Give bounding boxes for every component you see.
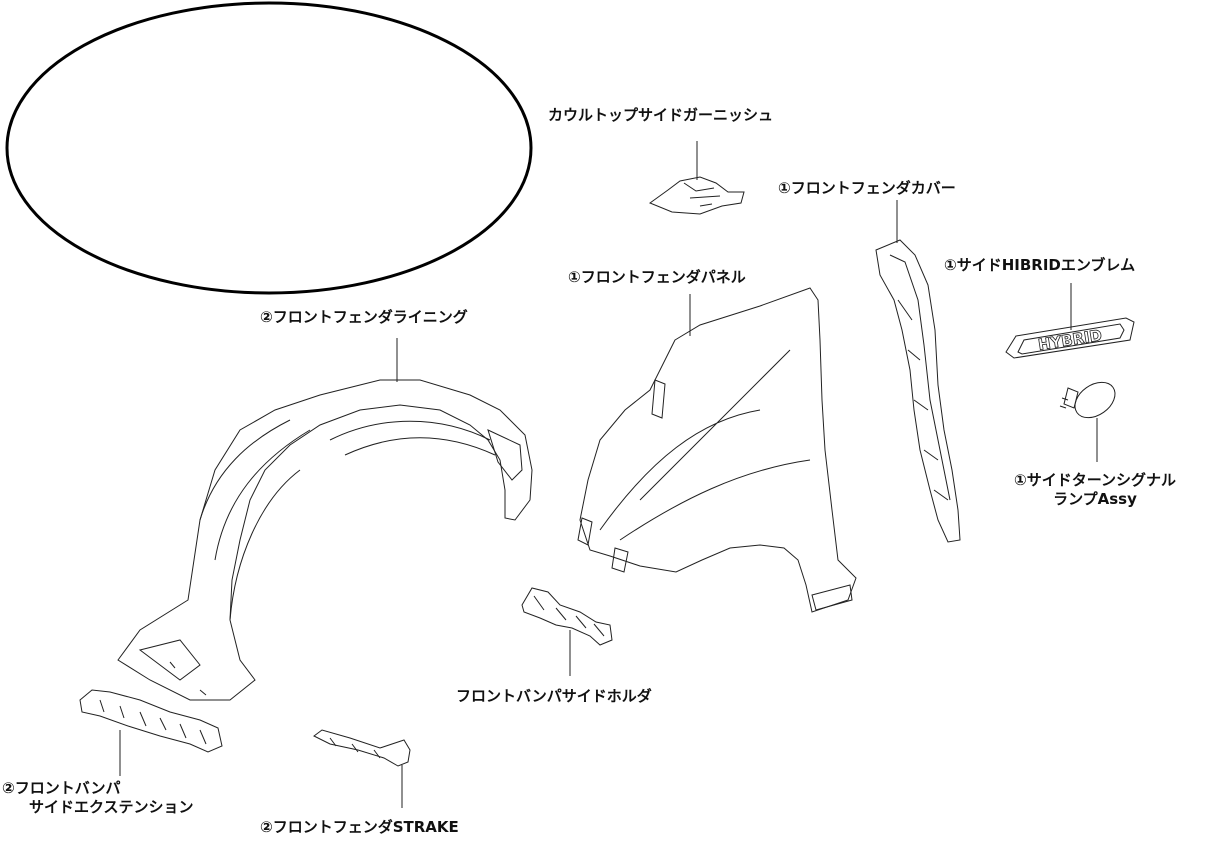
front-bumper-side-extension-part — [79, 689, 223, 753]
front-fender-strake-part — [313, 729, 411, 767]
front-fender-panel-part — [577, 287, 857, 613]
label-front-bumper-side-holder: フロントバンパサイドホルダ — [456, 687, 652, 705]
front-fender-cover-part — [875, 239, 961, 543]
cowl-top-side-garnish-part — [648, 176, 745, 215]
label-side-turn-signal-line1: ①サイドターンシグナル — [1014, 471, 1176, 489]
label-front-bumper-ext-line2: サイドエクステンション — [29, 798, 194, 816]
label-front-bumper-side-extension: ②フロントバンパ サイドエクステンション — [2, 779, 242, 817]
front-fender-lining-part — [117, 379, 533, 701]
label-front-fender-strake: ②フロントフェンダSTRAKE — [260, 818, 459, 836]
label-front-bumper-ext-line1: ②フロントバンパ — [2, 779, 121, 797]
label-front-fender-lining: ②フロントフェンダライニング — [260, 308, 468, 326]
label-side-hybrid-emblem: ①サイドHIBRIDエンブレム — [944, 256, 1136, 274]
callout-ellipse — [5, 1, 533, 295]
side-turn-signal-part — [1059, 381, 1116, 419]
label-side-turn-signal-line2: ランプAssy — [1053, 490, 1137, 508]
front-bumper-side-holder-part — [521, 587, 613, 646]
label-front-fender-cover: ①フロントフェンダカバー — [778, 179, 956, 197]
side-hybrid-emblem-part: HYBRID — [1005, 317, 1135, 359]
label-cowl-top-side-garnish: カウルトップサイドガーニッシュ — [548, 106, 774, 124]
label-front-fender-panel: ①フロントフェンダパネル — [568, 268, 746, 286]
label-side-turn-signal: ①サイドターンシグナル ランプAssy — [985, 471, 1205, 509]
